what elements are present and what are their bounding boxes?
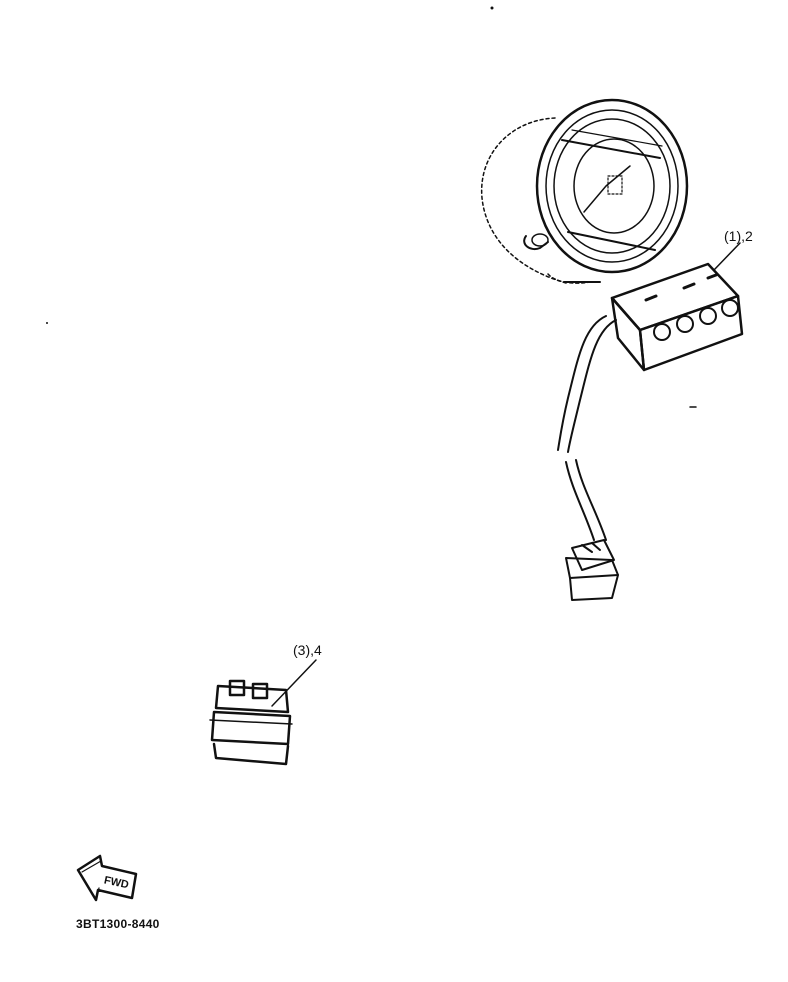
bulb-socket-part xyxy=(209,659,317,766)
part-3-callout: (3),4 xyxy=(293,642,322,658)
meter-gauge xyxy=(480,98,689,284)
indicator-light-assembly xyxy=(557,242,744,601)
fwd-label: FWD xyxy=(103,874,130,891)
part-1-callout: (1),2 xyxy=(724,228,753,244)
figure-code: 3BT1300-8440 xyxy=(76,917,160,931)
fwd-arrow-icon: FWD xyxy=(76,854,138,902)
